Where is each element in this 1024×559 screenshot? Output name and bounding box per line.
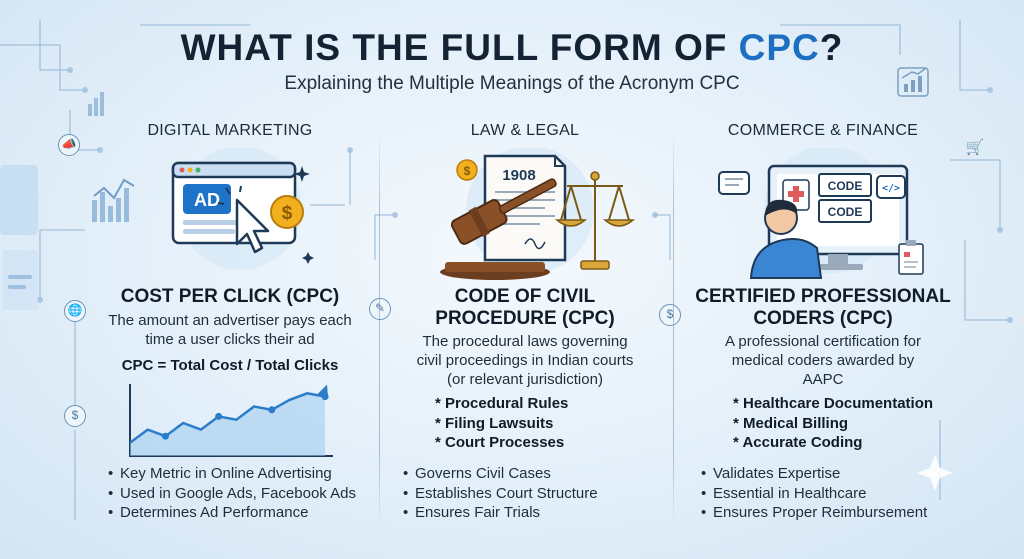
cart-icon: 🛒: [965, 139, 985, 156]
term-description: A professional certification for medical…: [725, 333, 921, 388]
megaphone-icon: 📣: [58, 134, 80, 156]
term-title: CODE OF CIVIL PROCEDURE (CPC): [435, 286, 615, 329]
page-subtitle: Explaining the Multiple Meanings of the …: [284, 73, 740, 94]
chart-area-fill: [130, 393, 325, 456]
code-label-2: CODE: [828, 205, 863, 219]
digital-marketing-column: DIGITAL MARKETING AD $ COST PER CLICK (C…: [80, 118, 380, 538]
law-legal-column: LAW & LEGAL 1908 $: [375, 118, 675, 538]
list-item: * Healthcare Documentation: [733, 395, 934, 412]
title-acronym: CPC: [738, 27, 820, 68]
ad-click-illustration: AD $: [171, 148, 314, 270]
list-item: Ensures Proper Reimbursement: [673, 503, 973, 523]
list-item: * Court Processes: [435, 434, 565, 451]
commerce-bullet-list: Validates Expertise Essential in Healthc…: [673, 464, 973, 523]
term-title: CERTIFIED PROFESSIONAL CODERS (CPC): [695, 286, 951, 329]
legal-bullet-list: Governs Civil Cases Establishes Court St…: [375, 464, 675, 523]
list-item: Determines Ad Performance: [80, 503, 380, 523]
list-item: Ensures Fair Trials: [375, 503, 675, 523]
chart-trend-arrow: [317, 384, 328, 397]
medical-coder-illustration: CODE CODE </>: [718, 148, 924, 279]
list-item: Governs Civil Cases: [375, 464, 675, 484]
list-item: Key Metric in Online Advertising: [80, 464, 380, 484]
list-item: * Medical Billing: [733, 414, 849, 432]
category-heading: LAW & LEGAL: [470, 122, 580, 139]
legal-highlight-list: * Procedural Rules * Filing Lawsuits * C…: [375, 394, 675, 453]
dollar-icon: $: [64, 405, 86, 427]
category-heading: COMMERCE & FINANCE: [727, 122, 919, 139]
refresh-dollar-icon: $: [659, 304, 681, 326]
globe-icon: 🌐: [64, 300, 86, 322]
chart-point: [161, 432, 169, 440]
commerce-highlight-list: * Healthcare Documentation * Medical Bil…: [673, 394, 973, 453]
list-item: * Procedural Rules: [435, 395, 569, 412]
list-item: Validates Expertise: [673, 464, 973, 484]
column-divider-right: [673, 130, 674, 530]
code-label-1: CODE: [828, 179, 863, 193]
chart-point: [215, 412, 223, 420]
column-divider-left: [379, 130, 380, 530]
svg-text:$: $: [464, 164, 471, 178]
list-item: Essential in Healthcare: [673, 484, 973, 504]
chart-point: [268, 406, 276, 414]
term-description: The amount an advertiser pays each time …: [108, 312, 352, 348]
gavel-scales-illustration: 1908 $: [440, 148, 636, 280]
code-icon: [876, 175, 906, 199]
document-year: 1908: [502, 167, 535, 184]
commerce-finance-column: COMMERCE & FINANCE CODE CODE </> CERTIFI…: [673, 118, 973, 538]
list-item: Used in Google Ads, Facebook Ads: [80, 484, 380, 504]
category-heading: DIGITAL MARKETING: [147, 122, 313, 139]
term-description: The procedural laws governing civil proc…: [416, 333, 634, 388]
svg-text:$: $: [282, 203, 293, 224]
document-edit-icon: ✎: [369, 298, 391, 320]
svg-text:</>: </>: [882, 183, 900, 194]
list-item: Establishes Court Structure: [375, 484, 675, 504]
list-item: * Accurate Coding: [733, 434, 863, 451]
list-item: * Filing Lawsuits: [435, 414, 554, 432]
cpc-formula: CPC = Total Cost / Total Clicks: [121, 357, 339, 374]
page-title: WHAT IS THE FULL FORM OF CPC?: [180, 27, 844, 68]
digital-bullet-list: Key Metric in Online Advertising Used in…: [80, 464, 380, 523]
term-title: COST PER CLICK (CPC): [120, 286, 340, 307]
cpc-trend-chart: [129, 384, 333, 457]
ad-label: AD: [194, 190, 220, 210]
